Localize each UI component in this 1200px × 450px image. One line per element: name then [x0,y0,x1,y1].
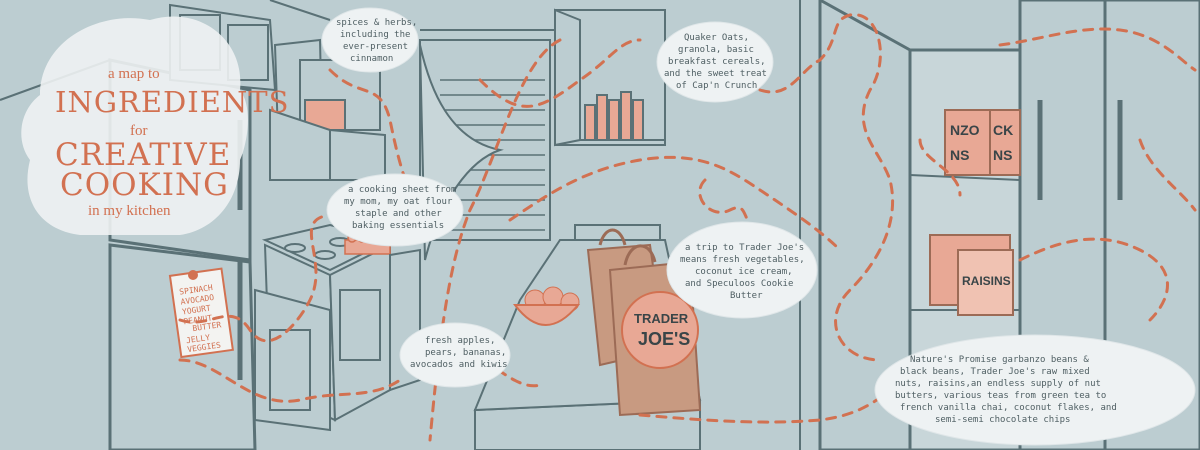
note-oats-line-3: breakfast cereals, [668,57,766,67]
title-text: a map to INGREDIENTS for CREATIVE COOKIN… [55,66,289,219]
can2-label-line-2: NS [993,147,1012,163]
note-trader-joes-line-5: Butter [730,291,763,301]
note-trader-joes-line-3: coconut ice cream, [695,267,793,277]
note-pantry-line-4: butters, various teas from green tea to [895,391,1106,401]
note-pantry: Nature's Promise garbanzo beans & black … [895,355,1117,425]
note-oats-line-2: granola, basic [678,45,754,55]
fruit-bowl [512,286,581,326]
note-fruits: fresh apples, pears, bananas, avocados a… [410,336,508,370]
bag-label-line-2: JOE'S [638,329,690,349]
title-line-2: INGREDIENTS [55,85,289,119]
note-fruits-line-2: pears, bananas, [425,348,506,358]
note-cooking-sheet-line-4: baking essentials [352,221,444,231]
grocery-bags: TRADER JOE'S [586,228,702,417]
title-line-4: CREATIVE [55,137,231,173]
note-spices-line-2: including the [340,30,410,40]
note-trader-joes-line-4: and Speculoos Cookie [685,279,793,289]
title-line-6: in my kitchen [88,203,171,219]
note-cooking-sheet: a cooking sheet from my mom, my oat flou… [344,185,456,231]
title-cloud [21,16,248,235]
can-labels: NZO NS CK NS RAISINS [950,122,1013,288]
note-oats: Quaker Oats, granola, basic breakfast ce… [664,33,767,91]
fridge-note-line-4: PEANUT [183,313,213,326]
note-trader-joes: a trip to Trader Joe's means fresh veget… [680,243,805,301]
can1-label-line-1: NZO [950,122,980,138]
can2-label-line-1: CK [993,122,1013,138]
raisins-label: RAISINS [962,274,1011,288]
note-spices-line-1: spices & herbs, [336,18,417,28]
fridge-note-line-5: BUTTER [192,320,222,333]
note-pantry-line-1: Nature's Promise garbanzo beans & [910,355,1089,365]
title-line-3: for [130,123,148,139]
note-fruits-line-1: fresh apples, [425,336,495,346]
title-line-1: a map to [108,66,160,82]
note-pantry-line-3: nuts, raisins,an endless supply of nut [895,379,1101,389]
cereal-cabinet [554,8,666,147]
bag-label-line-1: TRADER [634,311,689,326]
pantry-cans [929,109,1021,316]
fridge-note-line-3: YOGURT [181,304,211,317]
note-bubbles [321,7,1196,446]
fridge-note: SPINACH AVOCADO YOGURT PEANUT BUTTER JEL… [168,267,234,359]
note-trader-joes-line-1: a trip to Trader Joe's [685,243,804,253]
title-line-5: COOKING [60,167,229,203]
note-pantry-line-2: black beans, Trader Joe's raw mixed [900,367,1090,377]
note-cooking-sheet-line-1: a cooking sheet from [348,185,456,195]
fridge-note-line-6: JELLY [186,333,211,345]
note-pantry-line-6: semi-semi chocolate chips [935,415,1070,425]
note-fruits-line-3: avocados and kiwis [410,360,508,370]
can1-label-line-2: NS [950,147,969,163]
note-oats-line-5: of Cap'n Crunch [676,81,757,91]
note-trader-joes-line-2: means fresh vegetables, [680,255,805,265]
note-spices: spices & herbs, including the ever-prese… [336,18,417,64]
note-oats-line-1: Quaker Oats, [684,33,749,43]
note-oats-line-4: and the sweet treat [664,69,767,79]
note-cooking-sheet-line-3: staple and other [355,209,442,219]
note-cooking-sheet-line-2: my mom, my oat flour [344,197,453,207]
note-spices-line-4: cinnamon [350,54,393,64]
note-pantry-line-5: french vanilla chai, coconut flakes, and [900,403,1117,413]
note-spices-line-3: ever-present [343,42,408,52]
